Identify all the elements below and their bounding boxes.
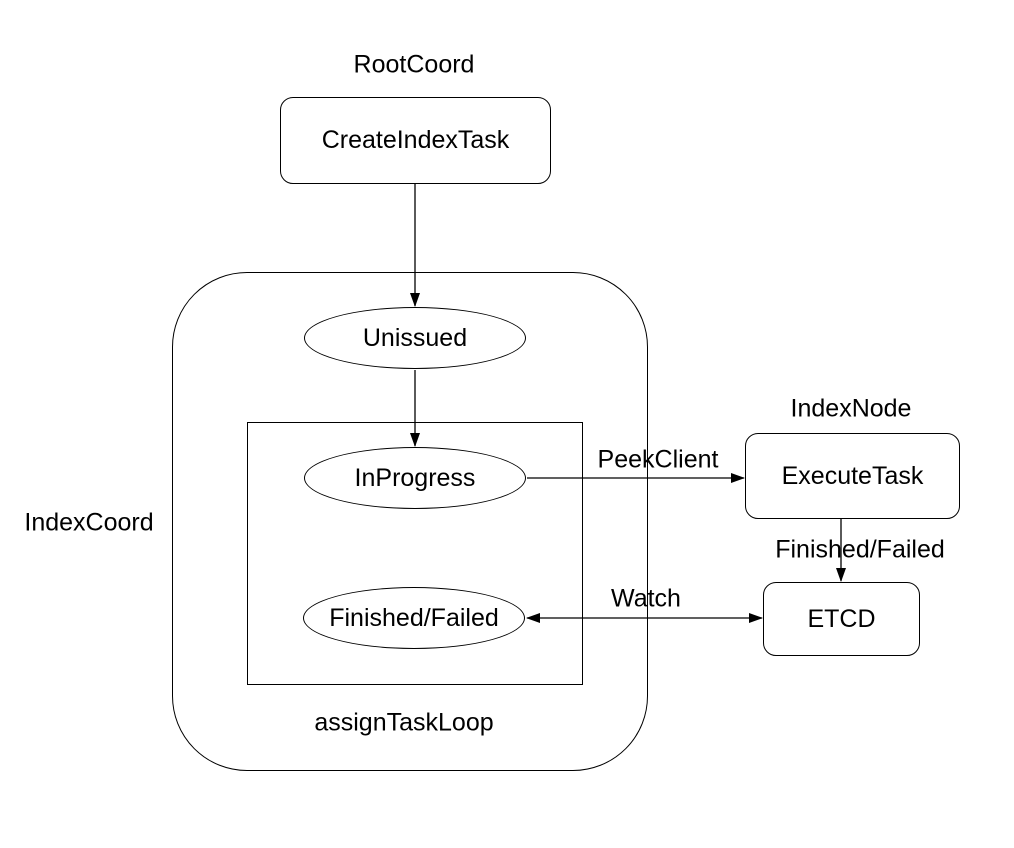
node-in-progress-label: InProgress: [354, 463, 476, 492]
node-finished-failed-label: Finished/Failed: [329, 603, 499, 632]
index-node-label: IndexNode: [790, 394, 912, 423]
node-unissued: Unissued: [304, 307, 526, 369]
node-etcd: ETCD: [763, 582, 920, 656]
index-coord-label: IndexCoord: [24, 508, 154, 537]
node-finished-failed: Finished/Failed: [303, 587, 525, 649]
finished-failed-edge-label: Finished/Failed: [775, 535, 945, 564]
node-in-progress: InProgress: [304, 447, 526, 509]
node-execute-task: ExecuteTask: [745, 433, 960, 519]
node-create-index-task-label: CreateIndexTask: [321, 126, 510, 154]
assign-task-loop-label: assignTaskLoop: [314, 708, 494, 737]
node-unissued-label: Unissued: [362, 323, 468, 352]
index-coord-container: [172, 272, 648, 771]
root-coord-label: RootCoord: [353, 50, 475, 79]
node-etcd-label: ETCD: [807, 604, 876, 633]
node-execute-task-label: ExecuteTask: [781, 461, 924, 490]
node-create-index-task: CreateIndexTask: [280, 97, 551, 184]
peek-client-edge-label: PeekClient: [597, 445, 719, 474]
watch-edge-label: Watch: [611, 584, 681, 613]
